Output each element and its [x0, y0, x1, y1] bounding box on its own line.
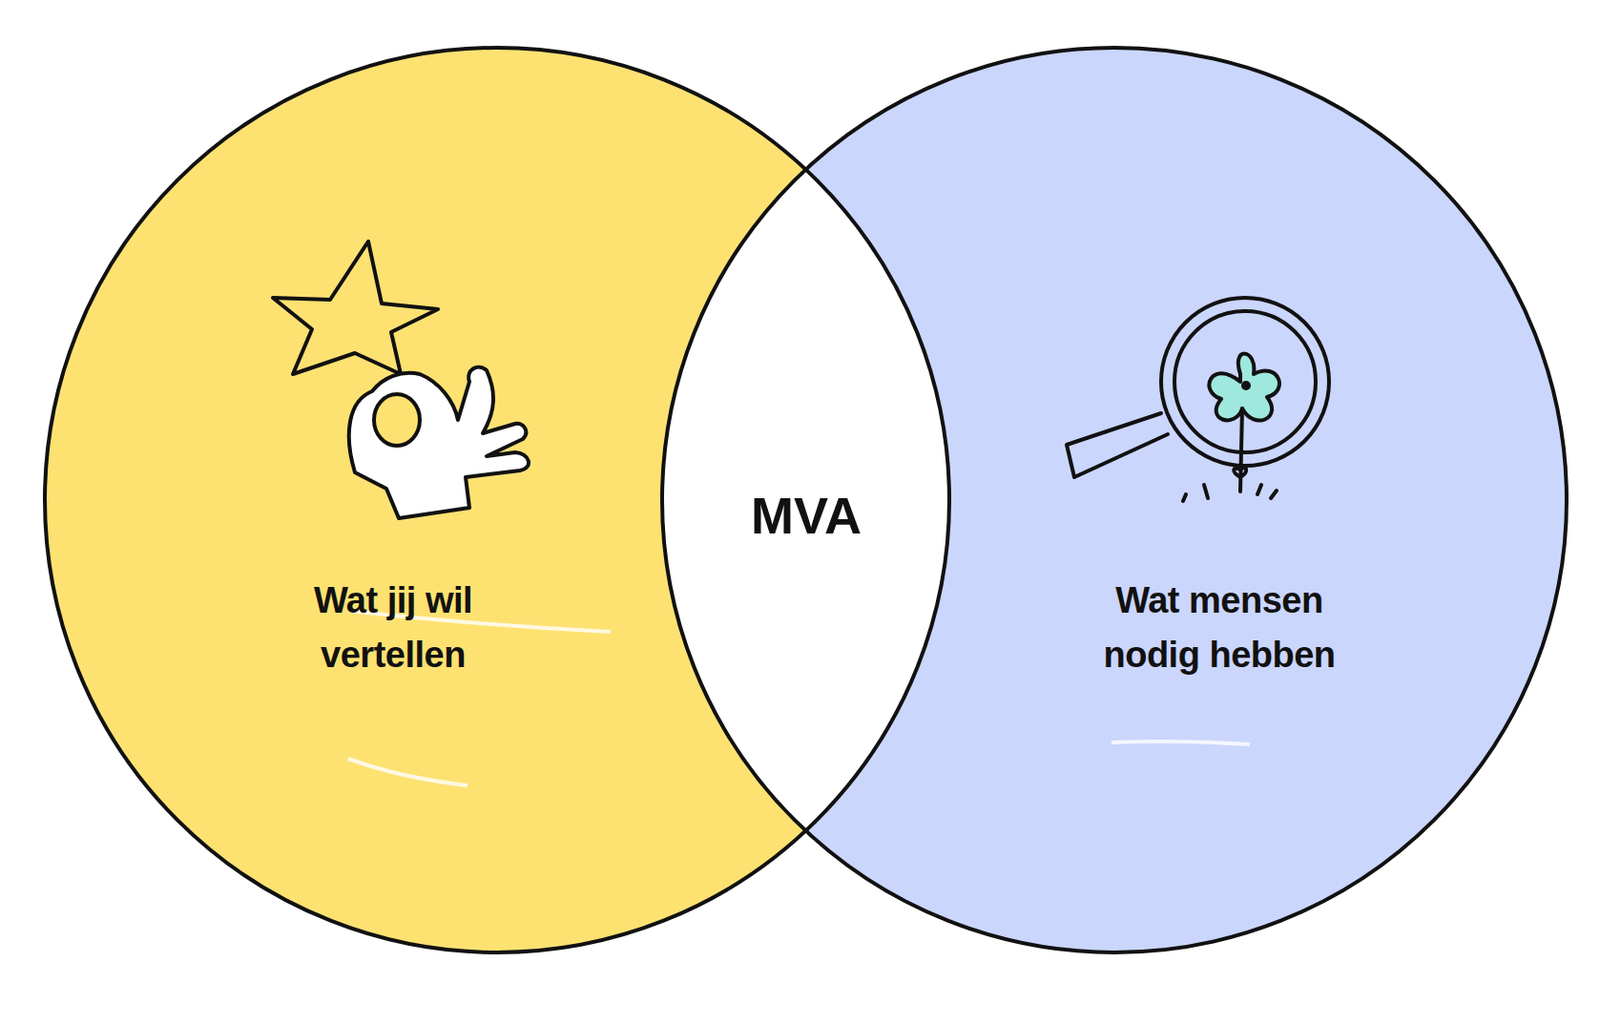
star-hand-icon [272, 241, 529, 519]
circle-label: Wat jij wil vertellen [264, 573, 522, 683]
overlap-label: MVA [750, 485, 862, 545]
circle-label: Wat mensen nodig hebben [1066, 573, 1372, 683]
right-fill [662, 47, 1567, 953]
overlap-fill [662, 47, 1567, 953]
sketch-mark [1111, 741, 1250, 745]
sketch-mark [348, 758, 468, 786]
magnifier-icon [1066, 297, 1330, 501]
